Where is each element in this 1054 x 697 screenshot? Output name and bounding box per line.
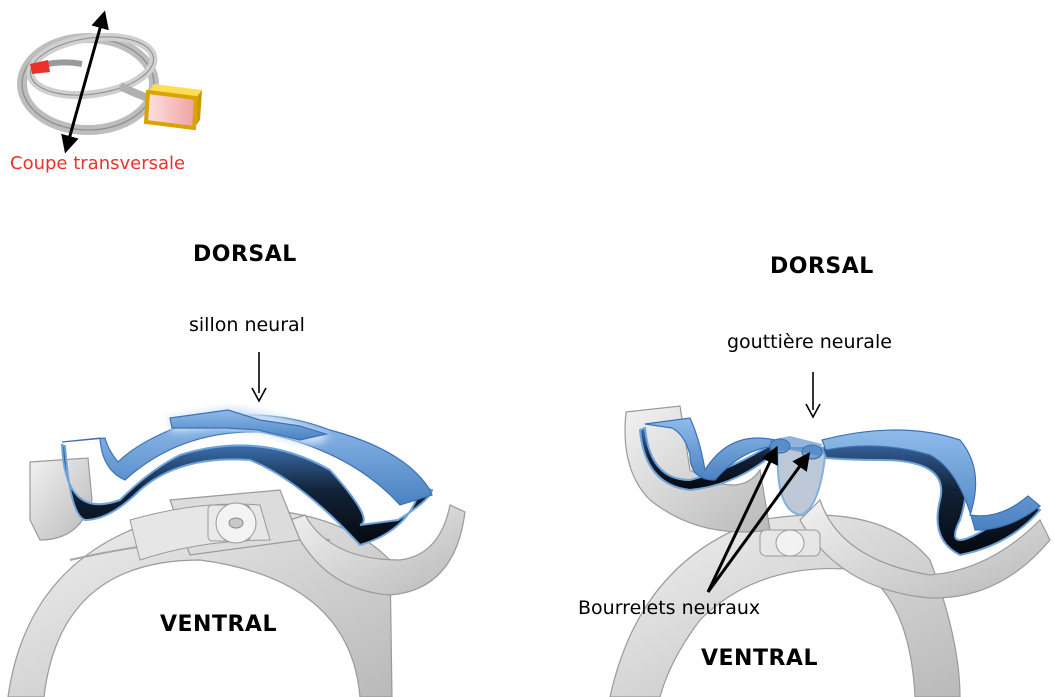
left-ventral-label: VENTRAL xyxy=(160,612,277,637)
right-section-drawing xyxy=(610,406,1050,697)
left-section-drawing xyxy=(8,408,465,697)
left-annotation-sillon-neural: sillon neural xyxy=(189,314,305,336)
right-dorsal-label: DORSAL xyxy=(770,254,874,279)
inset-orientation-icon xyxy=(22,14,202,150)
left-dorsal-label: DORSAL xyxy=(193,242,297,267)
inset-caption: Coupe transversale xyxy=(10,153,185,174)
notochord xyxy=(208,503,256,543)
gouttiere-arrow-icon xyxy=(806,372,820,417)
right-ventral-label: VENTRAL xyxy=(701,646,818,671)
sillon-arrow-icon xyxy=(252,352,266,401)
right-annotation-gouttiere-neurale: gouttière neurale xyxy=(727,331,892,353)
right-annotation-bourrelets-neuraux: Bourrelets neuraux xyxy=(578,597,760,619)
cube-icon xyxy=(146,84,202,128)
